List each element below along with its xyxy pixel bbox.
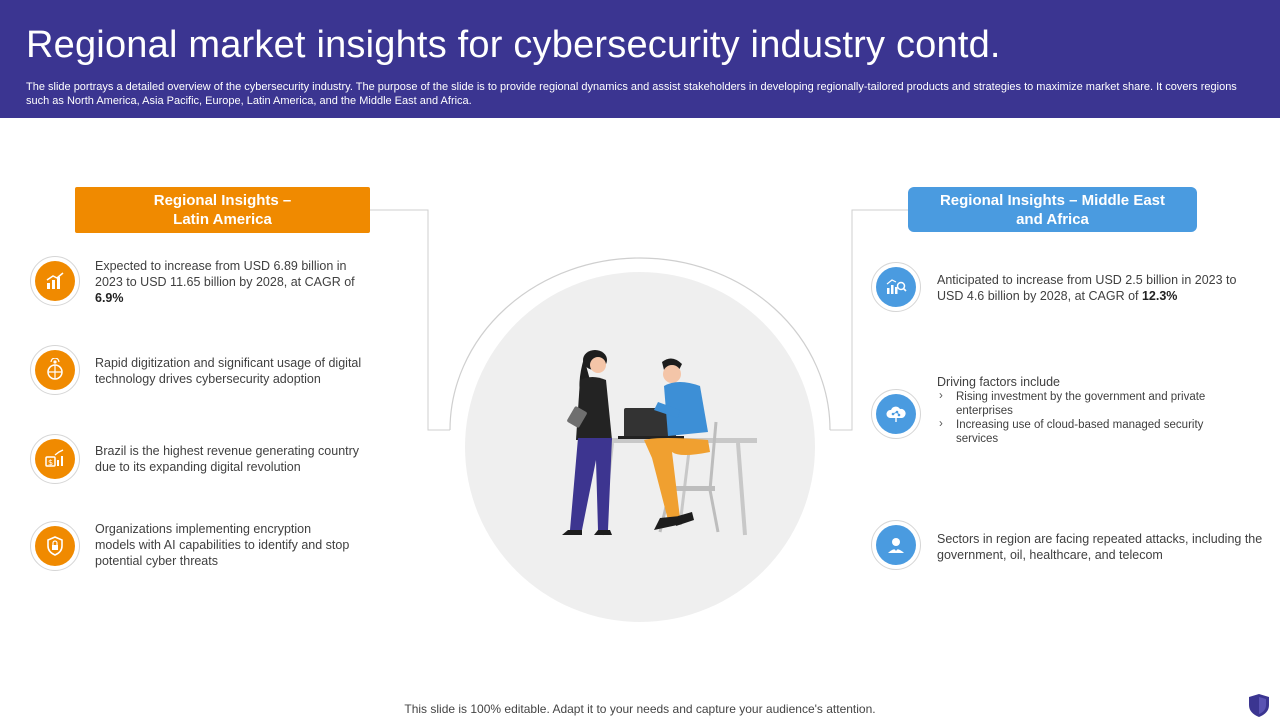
mea-driving-factors-intro: Driving factors include — [937, 375, 1060, 389]
latin-america-item-3: Brazil is the highest revenue generating… — [95, 444, 360, 474]
analytics-search-icon — [871, 262, 921, 312]
slide-title: Regional market insights for cybersecuri… — [26, 24, 1001, 66]
svg-text:$: $ — [48, 458, 53, 467]
mea-driving-factors-list: Rising investment by the government and … — [937, 389, 1247, 446]
slide-subtitle: The slide portrays a detailed overview o… — [26, 81, 1237, 107]
mea-cagr: 12.3% — [1141, 289, 1178, 303]
mea-heading-line1: Regional Insights – Middle East — [939, 191, 1166, 209]
latin-america-item-1: Expected to increase from USD 6.89 billi… — [95, 258, 370, 306]
latin-america-heading-line1: Regional Insights – — [153, 192, 292, 209]
footer-note: This slide is 100% editable. Adapt it to… — [404, 702, 876, 716]
latin-america-heading: Regional Insights – Latin America — [75, 187, 370, 233]
latin-america-item-1-text: Expected to increase from USD 6.89 billi… — [95, 259, 355, 289]
header-banner: Regional market insights for cybersecuri… — [0, 0, 1280, 118]
revenue-growth-icon: $ — [30, 434, 80, 484]
bar-chart-icon — [30, 256, 80, 306]
shield-lock-icon — [30, 521, 80, 571]
list-item: Rising investment by the government and … — [937, 389, 1247, 418]
latin-america-heading-line2: Latin America — [173, 211, 272, 228]
mea-item-1-text: Anticipated to increase from USD 2.5 bil… — [937, 273, 1237, 303]
latin-america-cagr: 6.9% — [95, 291, 124, 305]
list-item: Increasing use of cloud-based managed se… — [937, 417, 1247, 446]
digital-globe-icon — [30, 345, 80, 395]
latin-america-item-4: Organizations implementing encryption mo… — [95, 522, 350, 568]
cloud-network-icon — [871, 389, 921, 439]
mea-item-2: Driving factors include Rising investmen… — [937, 374, 1247, 446]
people-laptop-illustration — [562, 350, 757, 536]
shield-logo-icon — [1249, 694, 1269, 717]
middle-east-africa-heading: Regional Insights – Middle East and Afri… — [908, 187, 1197, 232]
mea-item-1: Anticipated to increase from USD 2.5 bil… — [937, 272, 1247, 304]
latin-america-item-2: Rapid digitization and significant usage… — [95, 356, 362, 386]
mea-heading-line2: and Africa — [1016, 210, 1089, 228]
security-person-icon — [871, 520, 921, 570]
mea-item-3: Sectors in region are facing repeated at… — [937, 532, 1263, 562]
